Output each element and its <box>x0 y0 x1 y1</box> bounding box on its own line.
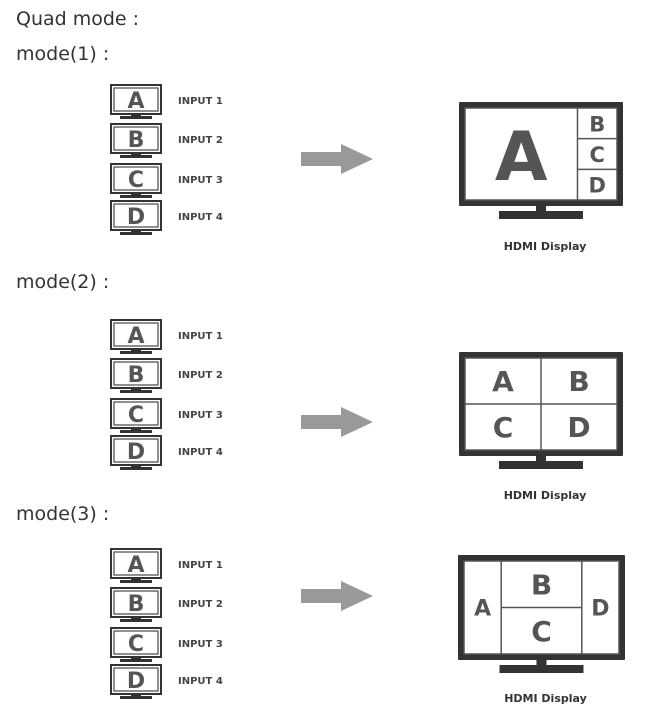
hdmi-display-label: HDMI Display <box>504 489 587 502</box>
arrow-icon <box>301 144 373 174</box>
monitor-letter: A <box>127 89 144 114</box>
hdmi-display-mode-1: A BCD HDMI Display <box>459 102 623 253</box>
input-label: INPUT 1 <box>178 96 223 107</box>
input-monitor-d: D <box>110 200 162 235</box>
input-label: INPUT 4 <box>178 676 223 687</box>
input-monitor-c: C <box>110 627 162 662</box>
mode-2-label: mode(2) : <box>16 271 110 293</box>
pane-d: D <box>589 174 606 198</box>
pane-c: C <box>531 615 552 648</box>
input-monitor-a: A <box>110 319 162 354</box>
input-label: INPUT 3 <box>178 639 223 650</box>
pane-b: B <box>589 112 605 136</box>
hdmi-display-label: HDMI Display <box>504 692 587 705</box>
monitor-letter: A <box>127 553 144 578</box>
input-monitor-b: B <box>110 123 162 158</box>
input-label: INPUT 4 <box>178 447 223 458</box>
monitor-letter: D <box>127 440 145 465</box>
input-sources-mode-3: A INPUT 1 B INPUT 2 C INPUT 3 D INPUT 4 <box>110 548 223 699</box>
input-label: INPUT 4 <box>178 212 223 223</box>
input-monitor-c: C <box>110 163 162 198</box>
input-monitor-a: A <box>110 84 162 119</box>
monitor-letter: B <box>128 592 145 617</box>
input-label: INPUT 1 <box>178 560 223 571</box>
input-label: INPUT 2 <box>178 135 223 146</box>
hdmi-display-mode-3: A BC D HDMI Display <box>458 555 625 705</box>
input-label: INPUT 2 <box>178 599 223 610</box>
input-label: INPUT 3 <box>178 410 223 421</box>
input-sources-mode-2: A INPUT 1 B INPUT 2 C INPUT 3 D INPUT 4 <box>110 319 223 470</box>
input-label: INPUT 1 <box>178 331 223 342</box>
pane-a: A <box>495 118 548 197</box>
hdmi-display-mode-2: A B C D HDMI Display <box>459 352 623 502</box>
pane-c: C <box>590 143 605 167</box>
input-sources-mode-1: A INPUT 1 B INPUT 2 C INPUT 3 D INPUT 4 <box>110 84 223 235</box>
monitor-letter: D <box>127 205 145 230</box>
input-monitor-b: B <box>110 587 162 622</box>
monitor-letter: A <box>127 324 144 349</box>
mode-1-label: mode(1) : <box>16 43 110 65</box>
input-label: INPUT 2 <box>178 370 223 381</box>
input-monitor-d: D <box>110 435 162 470</box>
input-monitor-a: A <box>110 548 162 583</box>
pane-c: C <box>493 411 514 444</box>
page-title: Quad mode : <box>16 8 140 30</box>
hdmi-display-label: HDMI Display <box>504 240 587 253</box>
pane-b: B <box>568 365 589 398</box>
input-label: INPUT 3 <box>178 175 223 186</box>
pane-a: A <box>474 597 491 622</box>
input-monitor-d: D <box>110 664 162 699</box>
monitor-letter: D <box>127 669 145 694</box>
monitor-letter: C <box>128 168 144 193</box>
pane-a: A <box>492 365 514 398</box>
arrow-icon <box>301 407 373 437</box>
monitor-letter: B <box>128 128 145 153</box>
input-monitor-c: C <box>110 398 162 433</box>
monitor-letter: C <box>128 632 144 657</box>
mode-3-label: mode(3) : <box>16 503 110 525</box>
pane-d: D <box>591 597 609 622</box>
pane-b: B <box>531 568 552 601</box>
monitor-letter: B <box>128 363 145 388</box>
arrow-icon <box>301 581 373 611</box>
pane-d: D <box>567 411 590 444</box>
input-monitor-b: B <box>110 358 162 393</box>
monitor-letter: C <box>128 403 144 428</box>
